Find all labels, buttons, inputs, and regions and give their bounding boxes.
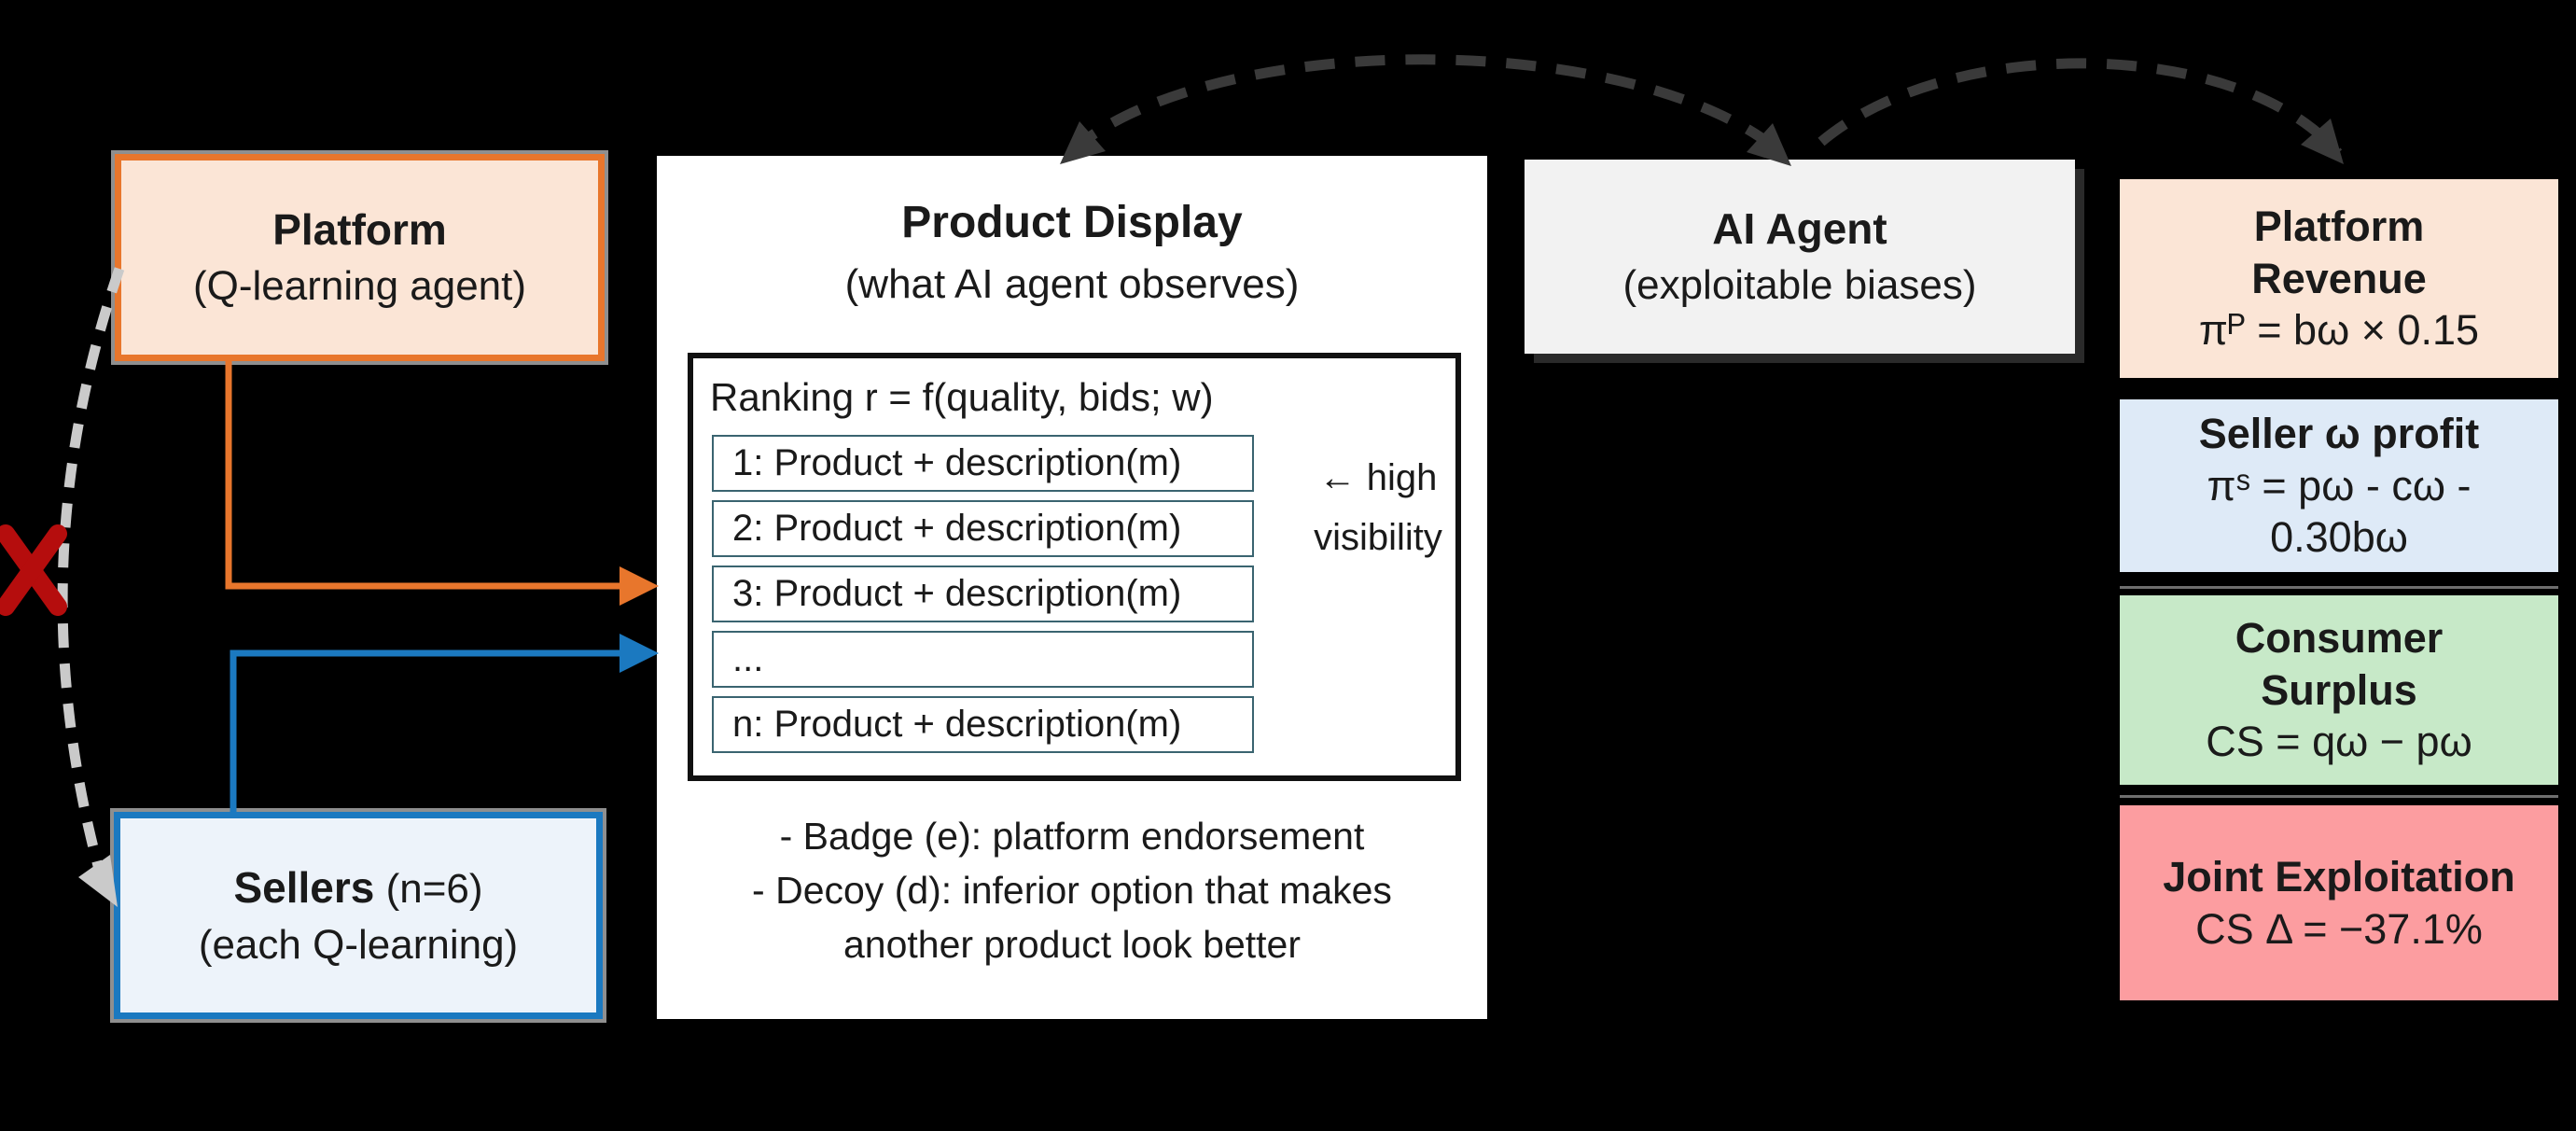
outcome-divider: [2120, 586, 2558, 589]
sellers-box: Sellers (n=6) (each Q-learning): [110, 808, 606, 1023]
consumer-surplus-title-line2: Surplus: [2261, 665, 2417, 714]
outcome-divider: [2120, 795, 2558, 798]
decoy-note: - Decoy (d): inferior option that makes …: [752, 869, 1392, 967]
consumer-surplus-formula: CS = qω − pω: [2206, 718, 2472, 766]
ai-agent-subtitle: (exploitable biases): [1622, 262, 1977, 309]
joint-exploitation-formula: CS Δ = −37.1%: [2195, 904, 2483, 953]
joint-exploitation-title: Joint Exploitation: [2163, 852, 2515, 901]
platform-box: Platform (Q-learning agent): [111, 150, 608, 365]
product-display-title: Product Display: [901, 198, 1243, 247]
ranking-row: ...: [712, 631, 1254, 688]
sellers-to-display-arrowhead: [620, 634, 659, 673]
ranking-row: n: Product + description(m): [712, 696, 1254, 753]
platform-sellers-blocked-link: [57, 267, 125, 885]
seller-profit-formula-line2: 0.30bω: [2270, 513, 2408, 562]
consumer-surplus-box: Consumer Surplus CS = qω − pω: [2120, 595, 2558, 785]
ai-agent-box: AI Agent (exploitable biases): [1525, 160, 2075, 354]
platform-revenue-title-line2: Revenue: [2251, 254, 2427, 302]
seller-profit-formula: πˢ = pω - cω -: [2207, 461, 2472, 510]
platform-revenue-box: Platform Revenue πᴾ = bω × 0.15: [2120, 179, 2558, 378]
high-visibility-line1: ← high: [1318, 457, 1438, 498]
ranking-row: 2: Product + description(m): [712, 500, 1254, 557]
high-visibility-label: ← high visibility: [1296, 448, 1460, 567]
sellers-title-bold: Sellers: [233, 863, 375, 913]
platform-subtitle: (Q-learning agent): [192, 263, 527, 310]
display-agent-arc: [1067, 54, 1789, 161]
platform-revenue-title-line1: Platform: [2253, 202, 2425, 250]
seller-profit-box: Seller ω profit πˢ = pω - cω - 0.30bω: [2120, 399, 2558, 572]
platform-sellers-arrowhead: [78, 855, 118, 907]
platform-title: Platform: [272, 205, 447, 255]
blocked-x-icon: [0, 524, 67, 616]
platform-to-display-arrow: [225, 358, 642, 590]
platform-to-display-arrowhead: [620, 566, 659, 606]
agent-to-revenue-arc: [1817, 58, 2343, 157]
sellers-to-display-arrow: [230, 649, 642, 816]
consumer-surplus-title-line1: Consumer: [2235, 613, 2444, 662]
joint-exploitation-box: Joint Exploitation CS Δ = −37.1%: [2120, 805, 2558, 1000]
sellers-title: Sellers (n=6): [233, 859, 482, 916]
high-visibility-line2: visibility: [1314, 517, 1442, 558]
ranking-row: 3: Product + description(m): [712, 566, 1254, 622]
ranking-row: 1: Product + description(m): [712, 435, 1254, 492]
agent-to-revenue-arrowhead: [2301, 119, 2344, 164]
platform-revenue-formula: πᴾ = bω × 0.15: [2198, 306, 2480, 355]
ranking-panel: Ranking r = f(quality, bids; w) 1: Produ…: [688, 353, 1461, 781]
ranking-header: Ranking r = f(quality, bids; w): [710, 375, 1214, 419]
product-display-notes: - Badge (e): platform endorsement - Deco…: [657, 809, 1487, 972]
product-display-subtitle: (what AI agent observes): [844, 261, 1300, 307]
sellers-subtitle: (each Q-learning): [198, 921, 519, 968]
ai-agent-title: AI Agent: [1712, 204, 1887, 254]
product-display-box: Product Display (what AI agent observes)…: [657, 156, 1487, 1019]
seller-profit-title: Seller ω profit: [2198, 409, 2480, 457]
badge-note: - Badge (e): platform endorsement: [779, 815, 1365, 858]
sellers-title-normal: (n=6): [374, 866, 483, 913]
